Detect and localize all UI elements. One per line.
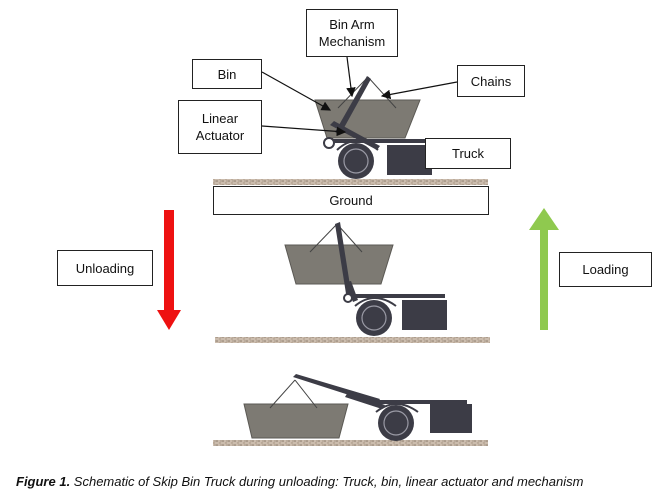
fender-top [336, 140, 379, 151]
linear-actuator-label: Linear Actuator [178, 100, 262, 154]
wheel-top [338, 143, 374, 179]
truck-label: Truck [425, 138, 511, 169]
cab-block-top [387, 145, 432, 175]
chassis-middle [345, 294, 445, 298]
leader-bin [261, 71, 332, 111]
bin-label: Bin [192, 59, 262, 89]
wheel-hub-top [343, 148, 369, 174]
figure-number: Figure 1. [16, 474, 71, 489]
cab-block-bottom [430, 404, 472, 433]
middle-scene [215, 222, 490, 343]
arm-middle [335, 222, 352, 300]
ground-label: Ground [213, 186, 489, 215]
ground-strip-bottom [213, 440, 488, 446]
bin-bottom [243, 403, 349, 439]
unloading-label: Unloading [57, 250, 153, 286]
actuator-bottom [345, 392, 385, 409]
wheel-hub-bottom [383, 410, 409, 436]
chassis-bottom [370, 400, 467, 404]
chain-right-middle [336, 223, 363, 253]
ground-strip-middle [215, 337, 490, 343]
loading-label: Loading [559, 252, 652, 287]
bin-middle [284, 244, 394, 285]
chassis-top [326, 139, 456, 143]
fender-middle [354, 297, 397, 307]
figure-caption-text: Schematic of Skip Bin Truck during unloa… [70, 474, 584, 489]
pivot-middle [343, 293, 353, 303]
fender-bottom [375, 403, 419, 413]
wheel-hub-middle [361, 305, 387, 331]
figure-caption: Figure 1. Schematic of Skip Bin Truck du… [16, 474, 583, 489]
arm-top [335, 76, 371, 135]
bin-top [314, 99, 421, 139]
leader-arm [346, 56, 356, 98]
chain-left-bottom [269, 379, 296, 409]
cab-block-middle [402, 300, 447, 330]
leader-chains [380, 81, 458, 100]
ground-strip-top [213, 179, 488, 185]
bin-arm-mechanism-label: Bin Arm Mechanism [306, 9, 398, 57]
pivot-top [323, 137, 335, 149]
unloading-arrow [157, 210, 181, 330]
chain-right-bottom [294, 379, 318, 409]
wheel-bottom [378, 405, 414, 441]
chain-left-middle [309, 223, 338, 253]
top-scene [213, 56, 488, 185]
bottom-scene [213, 374, 488, 446]
leader-actuator [261, 125, 347, 137]
chains-label: Chains [457, 65, 525, 97]
loading-arrow [529, 208, 559, 330]
wheel-middle [356, 300, 392, 336]
